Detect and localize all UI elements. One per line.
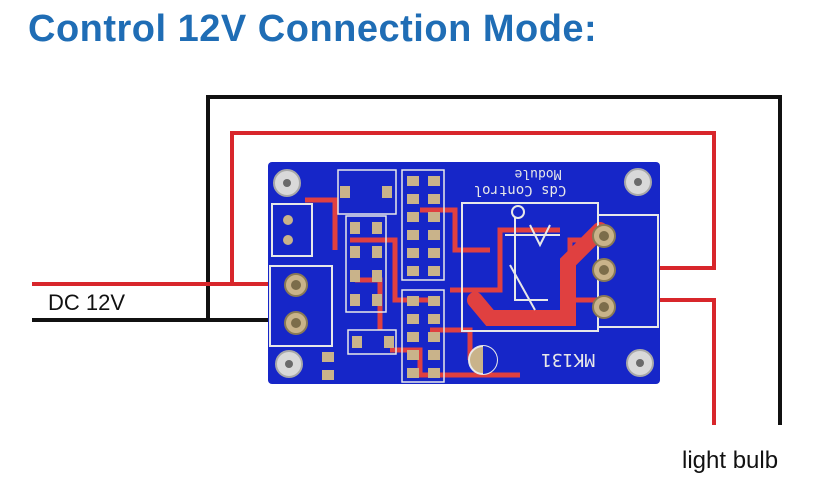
board-model-label: MK131 bbox=[541, 349, 595, 370]
light-bulb-label: light bulb bbox=[682, 447, 778, 474]
bulb-red-wire bbox=[660, 298, 716, 425]
relay-thick-trace bbox=[467, 222, 608, 326]
sensor-header bbox=[271, 203, 313, 257]
red-wire-loop bbox=[230, 131, 716, 283]
output-terminal-screws bbox=[592, 224, 616, 319]
diagram-title: Control 12V Connection Mode: bbox=[28, 8, 598, 50]
input-terminal-block bbox=[269, 265, 333, 347]
board-label-line1: Cds Control bbox=[474, 182, 567, 198]
board-label-line2: Module bbox=[514, 166, 561, 181]
black-wire-loop bbox=[206, 95, 782, 425]
smd-components bbox=[322, 176, 440, 380]
dc-12v-label: DC 12V bbox=[48, 290, 125, 315]
wires bbox=[32, 95, 782, 425]
pcb bbox=[268, 162, 660, 384]
relay-module-board: Cds Control Module MK131 bbox=[268, 162, 660, 384]
input-terminal-screws bbox=[284, 273, 308, 335]
